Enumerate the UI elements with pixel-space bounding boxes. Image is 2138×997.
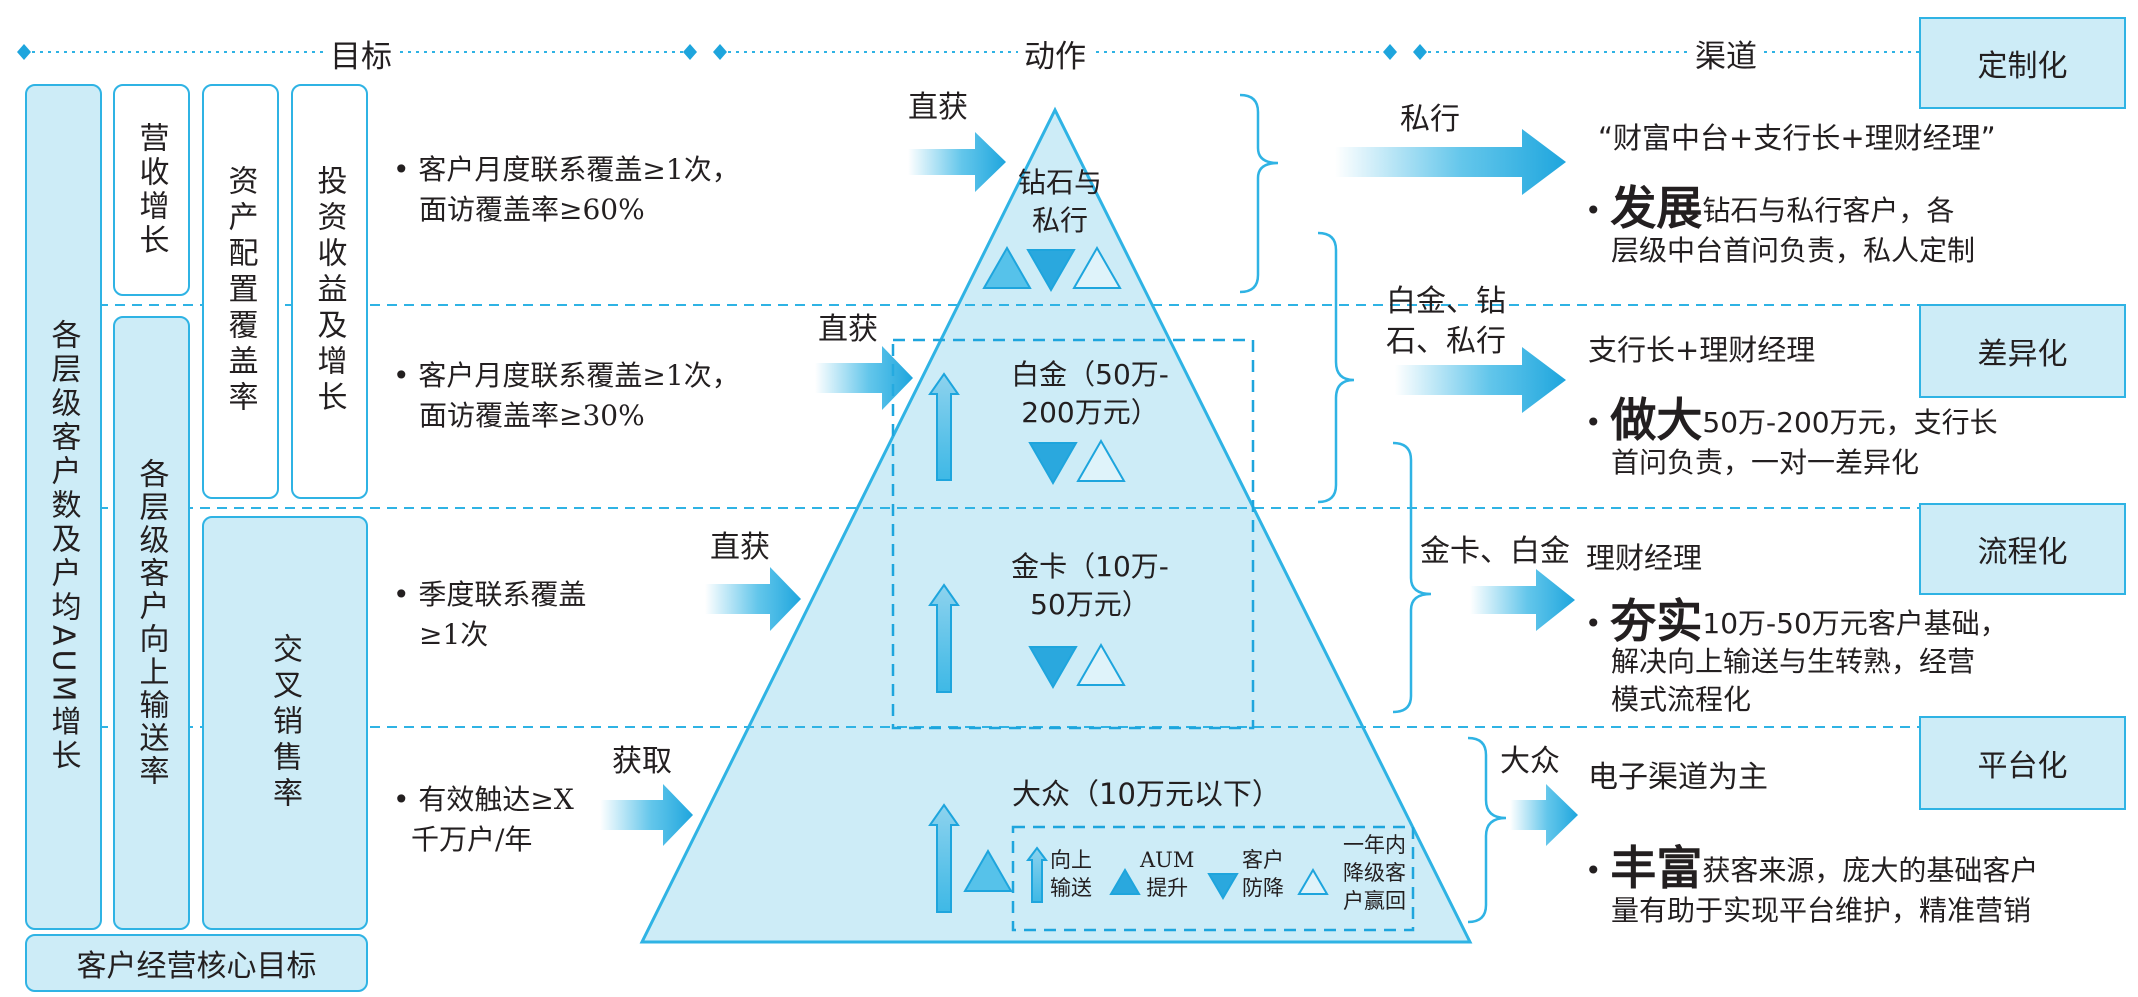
kpi-tier1: • 客户月度联系覆盖≥1次， 面访覆盖率≥60% <box>393 150 740 230</box>
legend-frame <box>1011 825 1415 932</box>
legend-aum: AUM 提升 <box>1140 848 1195 900</box>
header-diamonds <box>17 44 1427 60</box>
kpi-tier3: • 季度联系覆盖 ≥1次 <box>393 575 586 655</box>
goal-cross-sell: 交叉销售率 <box>202 516 368 930</box>
segment-gold: 金卡、白金 <box>1420 534 1570 569</box>
platinum-gold-frame <box>891 338 1255 730</box>
channel-2-desc: • 做大50万-200万元，支行长 首问负责，一对一差异化 <box>1585 393 1998 479</box>
kpi-tier3-line2: ≥1次 <box>419 618 489 651</box>
tier4-shapes <box>928 803 1329 913</box>
acquire-label-1: 直获 <box>908 90 968 125</box>
channel-arrows <box>1335 129 1578 846</box>
channel-1-title: “财富中台+支行长+理财经理” <box>1598 121 1996 155</box>
tier3-label: 金卡（10万- 50万元） <box>1011 550 1169 621</box>
acquire-label-2: 直获 <box>818 312 878 347</box>
tag-customized: 定制化 <box>1919 17 2126 109</box>
goal-investment-return: 投资收益及增长 <box>291 84 368 499</box>
acquire-label-3: 直获 <box>710 530 770 565</box>
header-channel: 渠道 <box>1689 31 1763 76</box>
kpi-tier1-line2: 面访覆盖率≥60% <box>419 193 645 226</box>
channel-4-title: 电子渠道为主 <box>1588 760 1768 795</box>
tier-separators <box>30 304 2125 728</box>
channel-3-title: 理财经理 <box>1586 541 1703 575</box>
tag-platform: 平台化 <box>1919 716 2126 810</box>
segment-platinum: 白金、钻 石、私行 <box>1386 284 1506 359</box>
tier4-label: 大众（10万元以下） <box>1012 777 1281 811</box>
kpi-tier2-line2: 面访覆盖率≥30% <box>419 399 645 432</box>
acquire-arrows <box>600 132 1006 846</box>
kpi-tier1-line1: • 客户月度联系覆盖≥1次， <box>393 153 740 186</box>
goal-asset-allocation-label: 资产配置覆盖率 <box>222 165 258 417</box>
kpi-tier3-line1: • 季度联系覆盖 <box>393 578 587 611</box>
goal-asset-allocation: 资产配置覆盖率 <box>202 84 279 499</box>
goal-revenue: 营收增长 <box>113 84 190 296</box>
goal-core: 客户经营核心目标 <box>25 934 368 992</box>
kpi-tier4-line1: • 有效触达≥X <box>393 783 574 816</box>
goal-aum-growth-label: 各层级客户数及户均AUM增长 <box>45 318 81 774</box>
tier1-label: 钻石与 私行 <box>1017 166 1102 237</box>
goal-revenue-label: 营收增长 <box>133 121 169 258</box>
kpi-tier4-line2: 千万户/年 <box>411 823 533 856</box>
legend-upward: 向上 输送 <box>1050 848 1092 900</box>
kpi-tier2: • 客户月度联系覆盖≥1次， 面访覆盖率≥30% <box>393 356 740 436</box>
header-goal: 目标 <box>324 31 398 76</box>
pyramid <box>639 106 1473 944</box>
kpi-tier4: • 有效触达≥X 千万户/年 <box>393 780 574 860</box>
kpi-tier2-line1: • 客户月度联系覆盖≥1次， <box>393 359 740 392</box>
legend-win-back: 一年内 降级客 户赢回 <box>1343 833 1406 913</box>
goal-upward-transfer-label: 各层级客户向上输送率 <box>133 457 169 788</box>
tier2-label: 白金（50万- 200万元） <box>1011 358 1169 429</box>
tier3-shapes <box>928 583 1126 693</box>
goal-investment-return-label: 投资收益及增长 <box>311 165 347 417</box>
goal-upward-transfer: 各层级客户向上输送率 <box>113 316 190 930</box>
acquire-label-4: 获取 <box>612 744 672 779</box>
segment-mass: 大众 <box>1500 744 1560 779</box>
segment-private: 私行 <box>1400 102 1460 137</box>
channel-2-title: 支行长+理财经理 <box>1588 333 1816 367</box>
channel-1-desc: • 发展钻石与私行客户，各 层级中台首问负责，私人定制 <box>1585 181 1976 267</box>
braces <box>1239 93 1507 924</box>
goal-cross-sell-label: 交叉销售率 <box>267 632 302 813</box>
goal-aum-growth: 各层级客户数及户均AUM增长 <box>25 84 102 930</box>
tier2-shapes <box>928 372 1126 486</box>
header-action: 动作 <box>1018 31 1092 76</box>
tier1-triangles <box>982 245 1122 293</box>
channel-4-desc: • 丰富获客来源，庞大的基础客户 量有助于实现平台维护，精准营销 <box>1585 841 2039 927</box>
tag-process: 流程化 <box>1919 503 2126 595</box>
legend-prevent-downgrade: 客户 防降 <box>1242 848 1284 900</box>
channel-3-desc: • 夯实10万-50万元客户基础， 解决向上输送与生转熟，经营 模式流程化 <box>1585 594 2008 716</box>
tag-differentiated: 差异化 <box>1919 304 2126 398</box>
